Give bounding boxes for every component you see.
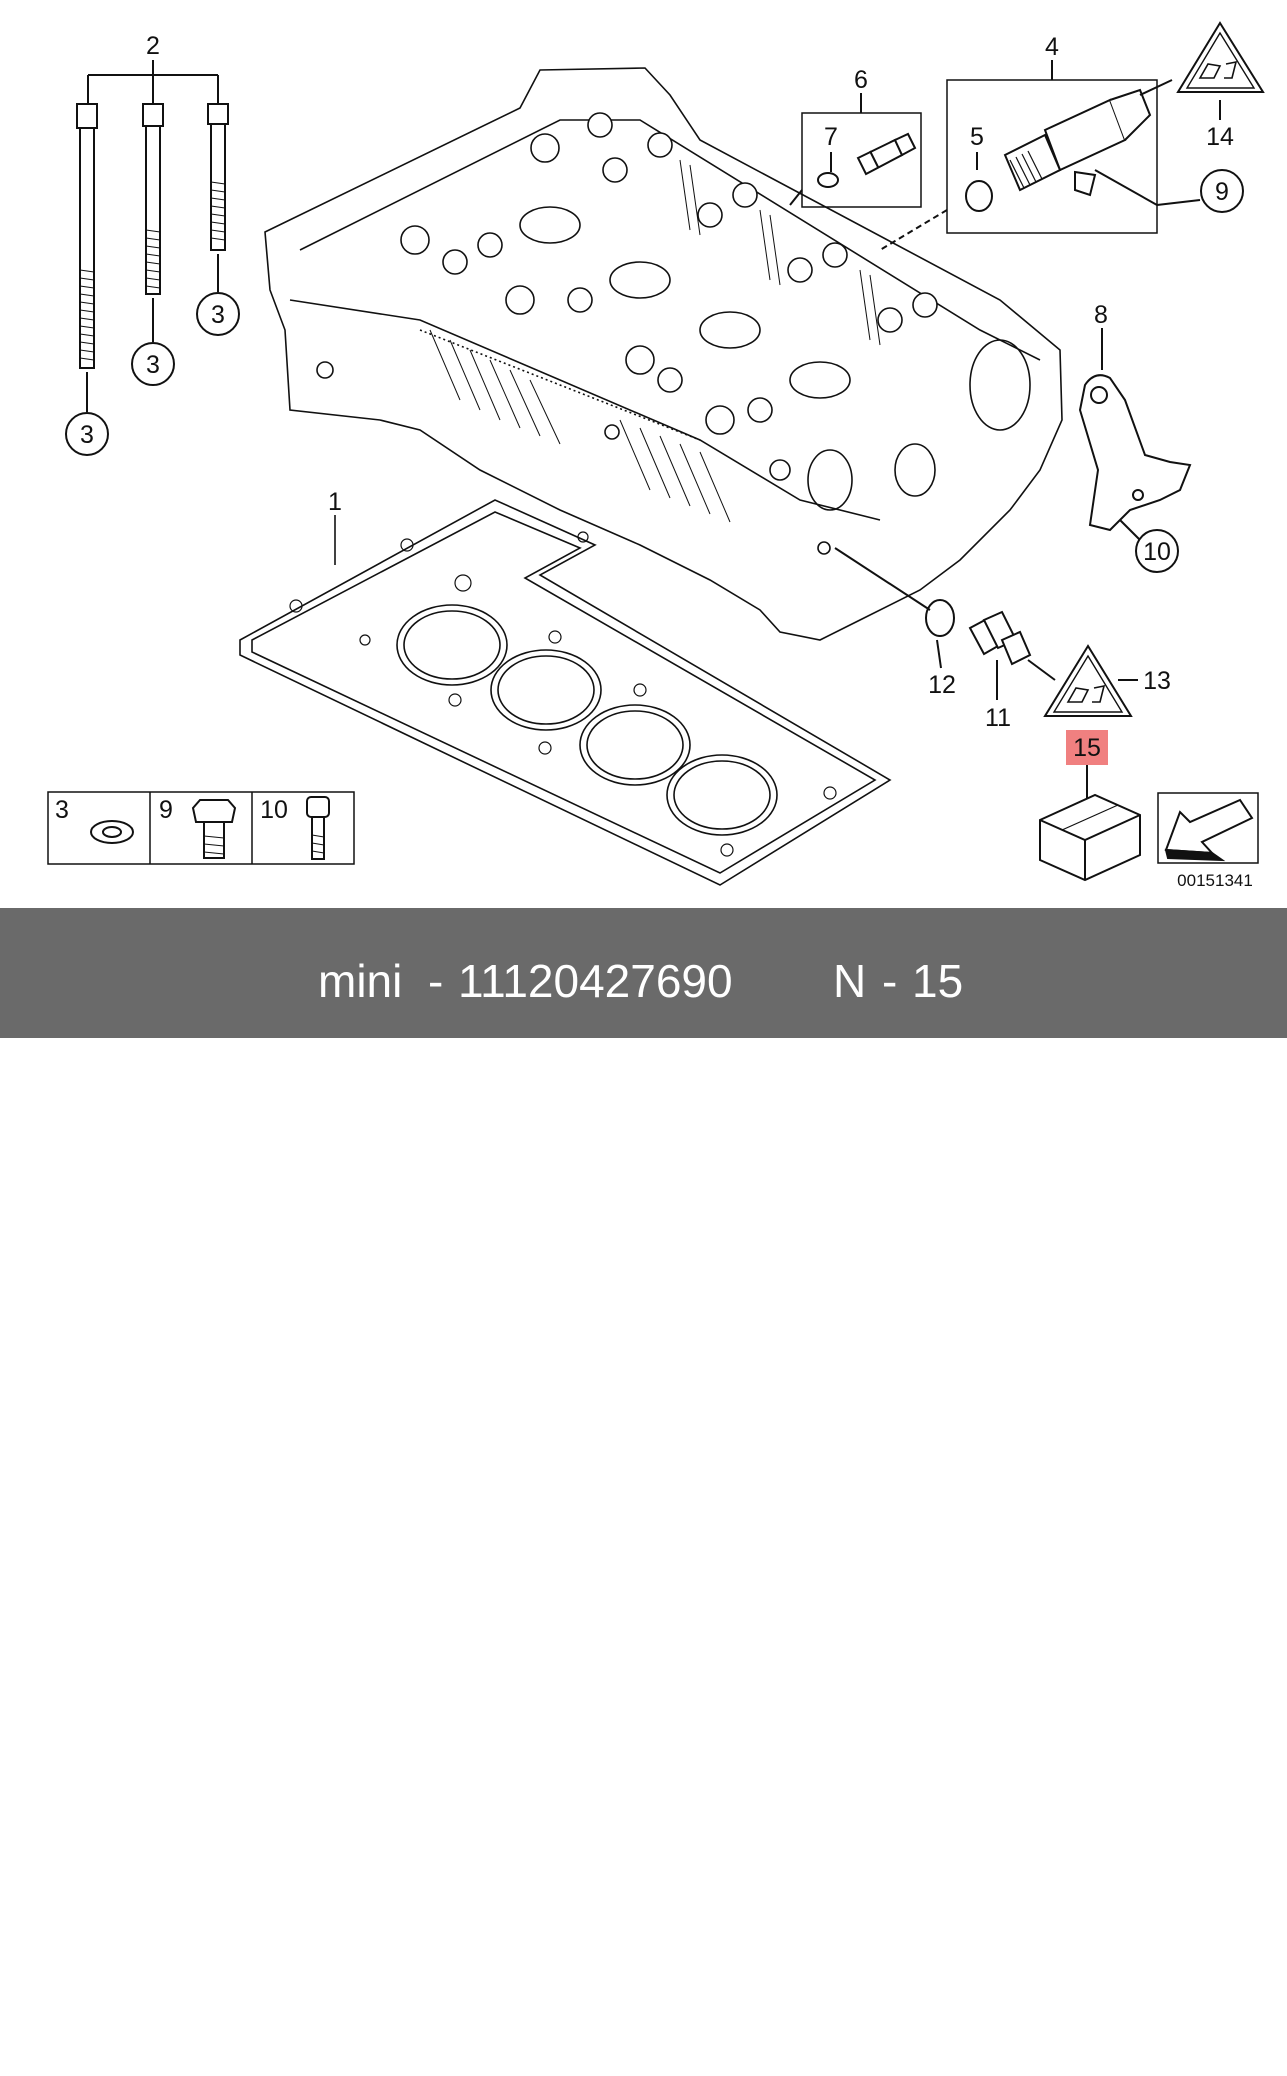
temperature-sensor-icon bbox=[968, 610, 1032, 666]
cylinder-head-icon bbox=[264, 67, 1063, 641]
callout-3: 3 bbox=[146, 351, 160, 379]
parts-diagram: 2 3 3 3 6 7 4 5 14 9 8 10 1 12 11 13 15 … bbox=[0, 0, 1287, 908]
diagram-number: 00151341 bbox=[1177, 871, 1253, 890]
hex-bolt-icon bbox=[191, 799, 237, 859]
callout-9: 9 bbox=[1215, 178, 1229, 206]
group-4-box bbox=[879, 60, 1201, 251]
callout-6: 6 bbox=[854, 66, 868, 94]
legend-label-9: 9 bbox=[159, 796, 173, 824]
callout-4: 4 bbox=[1045, 33, 1059, 61]
medium-bolt-icon bbox=[142, 103, 164, 295]
callout-15: 15 bbox=[1073, 734, 1101, 762]
seal-ring-icon bbox=[965, 180, 993, 212]
brand-name: mini bbox=[318, 955, 403, 1007]
callout-14: 14 bbox=[1206, 123, 1234, 151]
part-number: 11120427690 bbox=[458, 955, 733, 1007]
sensor-group bbox=[834, 547, 1056, 700]
short-bolt-icon bbox=[207, 103, 229, 251]
bolt-group bbox=[76, 60, 229, 412]
solenoid-valve-icon bbox=[1003, 88, 1152, 197]
callout-3: 3 bbox=[211, 301, 225, 329]
callout-circles bbox=[65, 169, 1244, 573]
warning-triangle-icon bbox=[1043, 644, 1138, 717]
bracket-icon bbox=[1078, 328, 1192, 541]
callout-10: 10 bbox=[1143, 538, 1171, 566]
direction-arrow-icon bbox=[1157, 792, 1259, 864]
callout-1: 1 bbox=[328, 488, 342, 516]
highlight-badge bbox=[1066, 730, 1108, 765]
washer-icon bbox=[90, 820, 134, 844]
callout-5: 5 bbox=[970, 123, 984, 151]
callout-2: 2 bbox=[146, 32, 160, 60]
callout-3: 3 bbox=[80, 421, 94, 449]
callout-12: 12 bbox=[928, 671, 956, 699]
callout-13: 13 bbox=[1143, 667, 1171, 695]
callout-11: 11 bbox=[985, 704, 1011, 732]
sealing-ring-icon bbox=[925, 599, 955, 637]
legend-label-3: 3 bbox=[55, 796, 69, 824]
footer-caption: mini - 11120427690 N - 15 bbox=[0, 908, 1287, 1038]
socket-bolt-icon bbox=[306, 796, 330, 860]
plunger-icon bbox=[856, 132, 917, 176]
legend-label-10: 10 bbox=[260, 796, 288, 824]
part-15-box-icon bbox=[1039, 765, 1141, 882]
warning-triangle-icon bbox=[1176, 21, 1265, 120]
group-6-box bbox=[789, 93, 922, 208]
ref-number: 15 bbox=[912, 955, 964, 1007]
head-gasket-icon bbox=[239, 499, 892, 886]
separator: - bbox=[428, 955, 444, 1007]
separator: - bbox=[882, 955, 898, 1007]
legend-table bbox=[47, 791, 355, 865]
o-ring-icon bbox=[817, 172, 839, 188]
callout-8: 8 bbox=[1094, 301, 1108, 329]
ref-letter: N bbox=[833, 955, 867, 1007]
footer-bar: mini - 11120427690 N - 15 bbox=[0, 908, 1287, 1038]
long-bolt-icon bbox=[76, 103, 98, 369]
callout-7: 7 bbox=[824, 123, 838, 151]
